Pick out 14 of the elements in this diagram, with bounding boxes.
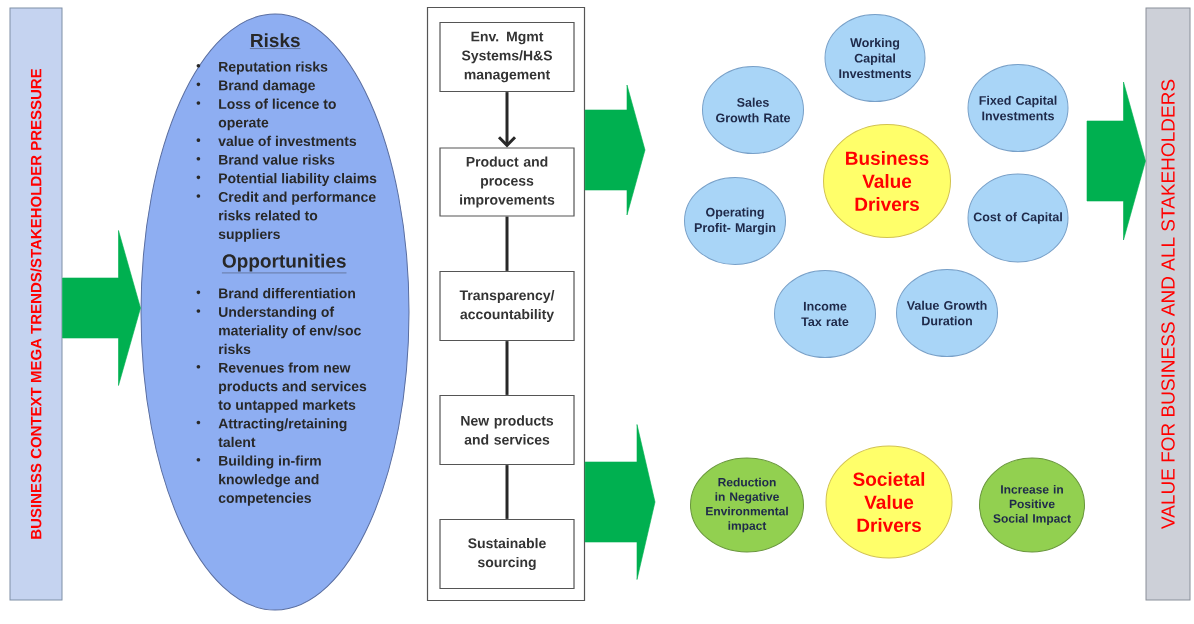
connector-line: [505, 341, 509, 395]
side-banner: VALUE FOR BUSINESS AND ALL STAKEHOLDERS: [1145, 7, 1191, 601]
connector-line: [505, 465, 509, 519]
arrow: [497, 92, 517, 148]
connector-line: [505, 216, 509, 271]
side-banner: BUSINESS CONTEXT MEGA TRENDS/STAKEHOLDER PRESSURE: [9, 7, 63, 601]
process-box: Transparency/ accountability: [439, 270, 575, 342]
block-arrow: [1086, 81, 1146, 241]
block-arrow: [62, 230, 141, 386]
process-box: Env. Mgmt Systems/H&S management: [439, 21, 575, 93]
process-box: New products and services: [439, 394, 575, 466]
process-box: Sustainable sourcing: [439, 518, 575, 590]
block-arrow: [584, 84, 646, 216]
process-box: Product and process improvements: [439, 147, 575, 217]
